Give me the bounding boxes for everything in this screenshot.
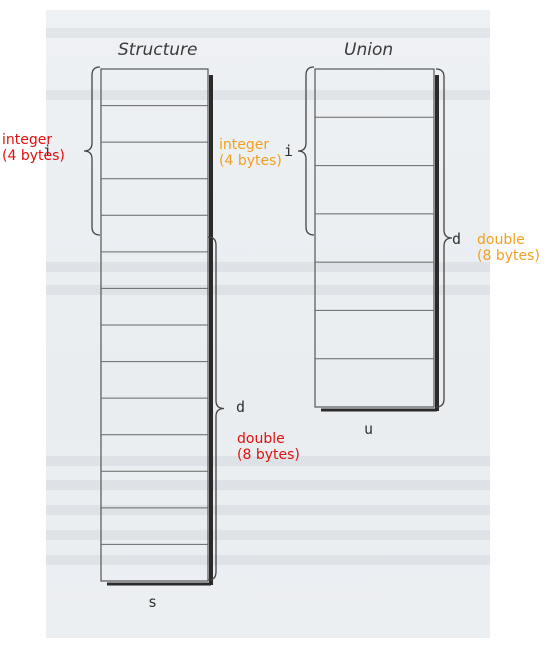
union-variable-label: u bbox=[364, 420, 374, 438]
annotation-integer-left-type: integer bbox=[2, 132, 53, 148]
annotation-integer-mid-size: (4 bytes) bbox=[219, 153, 282, 169]
union-member-i-label: i bbox=[284, 142, 294, 160]
annotation-double-struct-size: (8 bytes) bbox=[237, 447, 300, 463]
annotation-integer-mid: integer (4 bytes) bbox=[219, 137, 282, 169]
background-text-line bbox=[46, 555, 490, 565]
structure-memory-block bbox=[100, 68, 213, 586]
annotation-double-struct-type: double bbox=[237, 431, 285, 447]
structure-integer-brace bbox=[83, 66, 101, 236]
union-double-brace bbox=[435, 68, 453, 408]
annotation-integer-left: integer (4 bytes) bbox=[2, 132, 65, 164]
background-text-line bbox=[46, 505, 490, 515]
structure-member-d-label: d bbox=[236, 398, 246, 416]
background-text-line bbox=[46, 90, 490, 100]
background-text-line bbox=[46, 28, 490, 38]
union-member-d-label: d bbox=[452, 230, 462, 248]
background-text-line bbox=[46, 480, 490, 490]
structure-member-i-label: i bbox=[43, 142, 53, 160]
union-integer-brace bbox=[297, 66, 315, 236]
annotation-double-union: double (8 bytes) bbox=[477, 232, 540, 264]
background-text-line bbox=[46, 456, 490, 466]
structure-double-brace bbox=[207, 236, 225, 581]
annotation-double-struct: double (8 bytes) bbox=[237, 431, 300, 463]
background-text-line bbox=[46, 262, 490, 272]
page-background bbox=[46, 10, 490, 638]
annotation-integer-mid-type: integer bbox=[219, 137, 270, 153]
union-cell-outline bbox=[314, 68, 435, 408]
annotation-double-union-size: (8 bytes) bbox=[477, 248, 540, 264]
background-text-line bbox=[46, 285, 490, 295]
union-title: Union bbox=[344, 40, 394, 60]
braces bbox=[83, 66, 453, 581]
annotation-integer-left-size: (4 bytes) bbox=[2, 148, 65, 164]
annotation-double-union-type: double bbox=[477, 232, 525, 248]
structure-title: Structure bbox=[118, 40, 198, 60]
background-text-line bbox=[46, 530, 490, 540]
union-memory-block bbox=[314, 68, 439, 412]
structure-variable-label: s bbox=[148, 593, 158, 611]
